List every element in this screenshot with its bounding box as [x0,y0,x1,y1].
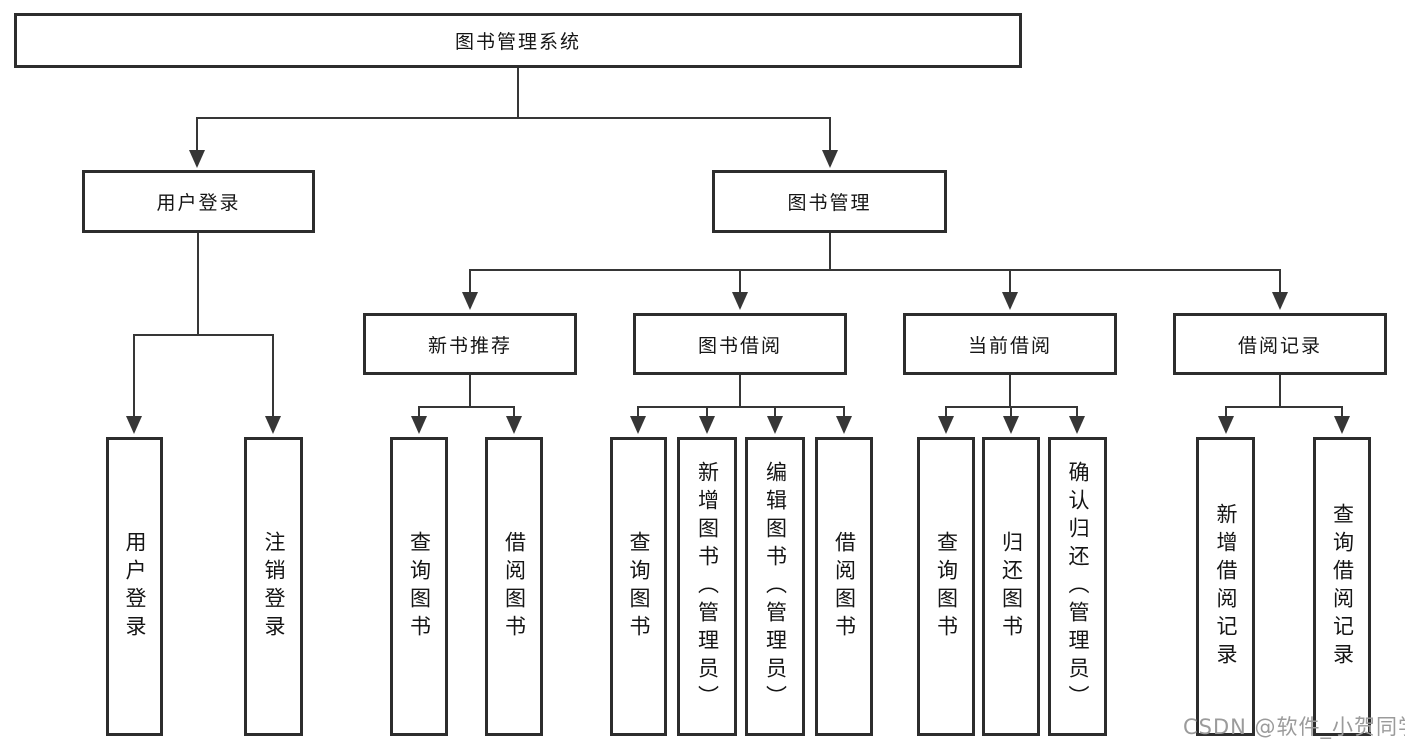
leaf-borrow-query-books-label: 查询图书 [627,530,651,643]
node-book-management: 图书管理 [712,170,947,233]
leaf-user-login: 用户登录 [106,437,163,736]
leaf-current-query-books-label: 查询图书 [934,530,959,643]
leaf-add-borrow-record: 新增借阅记录 [1196,437,1255,736]
leaf-confirm-return-admin-label: 确认归还（管理员） [1066,460,1090,713]
node-book-borrowing-label: 图书借阅 [697,334,782,357]
leaf-add-borrow-record-label: 新增借阅记录 [1214,502,1238,671]
node-new-book-recommend-label: 新书推荐 [427,334,512,357]
node-book-management-label: 图书管理 [787,192,872,214]
leaf-add-books-admin-label: 新增图书（管理员） [695,460,720,713]
leaf-edit-books-admin-label: 编辑图书（管理员） [763,460,788,713]
node-root-system: 图书管理系统 [14,13,1022,68]
leaf-recommend-query-books-label: 查询图书 [407,530,432,643]
node-current-borrowing: 当前借阅 [903,313,1117,375]
leaf-recommend-borrow-books-label: 借阅图书 [502,530,527,643]
leaf-return-books-label: 归还图书 [999,530,1024,643]
leaf-recommend-borrow-books: 借阅图书 [485,437,543,736]
leaf-borrow-query-books: 查询图书 [610,437,667,736]
leaf-logout-label: 注销登录 [262,530,286,643]
csdn-watermark: CSDN @软件_小贺同学 [1183,715,1405,739]
leaf-query-borrow-record-label: 查询借阅记录 [1330,502,1355,671]
node-user-login-label: 用户登录 [156,192,241,214]
leaf-user-login-label: 用户登录 [123,530,147,643]
node-book-borrowing: 图书借阅 [633,313,847,375]
leaf-query-borrow-record: 查询借阅记录 [1313,437,1371,736]
leaf-recommend-query-books: 查询图书 [390,437,448,736]
node-user-login: 用户登录 [82,170,315,233]
leaf-confirm-return-admin: 确认归还（管理员） [1048,437,1107,736]
leaf-borrow-books-label: 借阅图书 [832,530,857,643]
node-borrowing-records-label: 借阅记录 [1237,334,1322,357]
leaf-current-query-books: 查询图书 [917,437,975,736]
leaf-return-books: 归还图书 [982,437,1040,736]
leaf-edit-books-admin: 编辑图书（管理员） [745,437,805,736]
node-new-book-recommend: 新书推荐 [363,313,577,375]
node-current-borrowing-label: 当前借阅 [967,334,1052,357]
leaf-borrow-books: 借阅图书 [815,437,873,736]
leaf-add-books-admin: 新增图书（管理员） [677,437,737,736]
node-borrowing-records: 借阅记录 [1173,313,1387,375]
node-root-label: 图书管理系统 [454,31,581,53]
leaf-logout: 注销登录 [244,437,303,736]
